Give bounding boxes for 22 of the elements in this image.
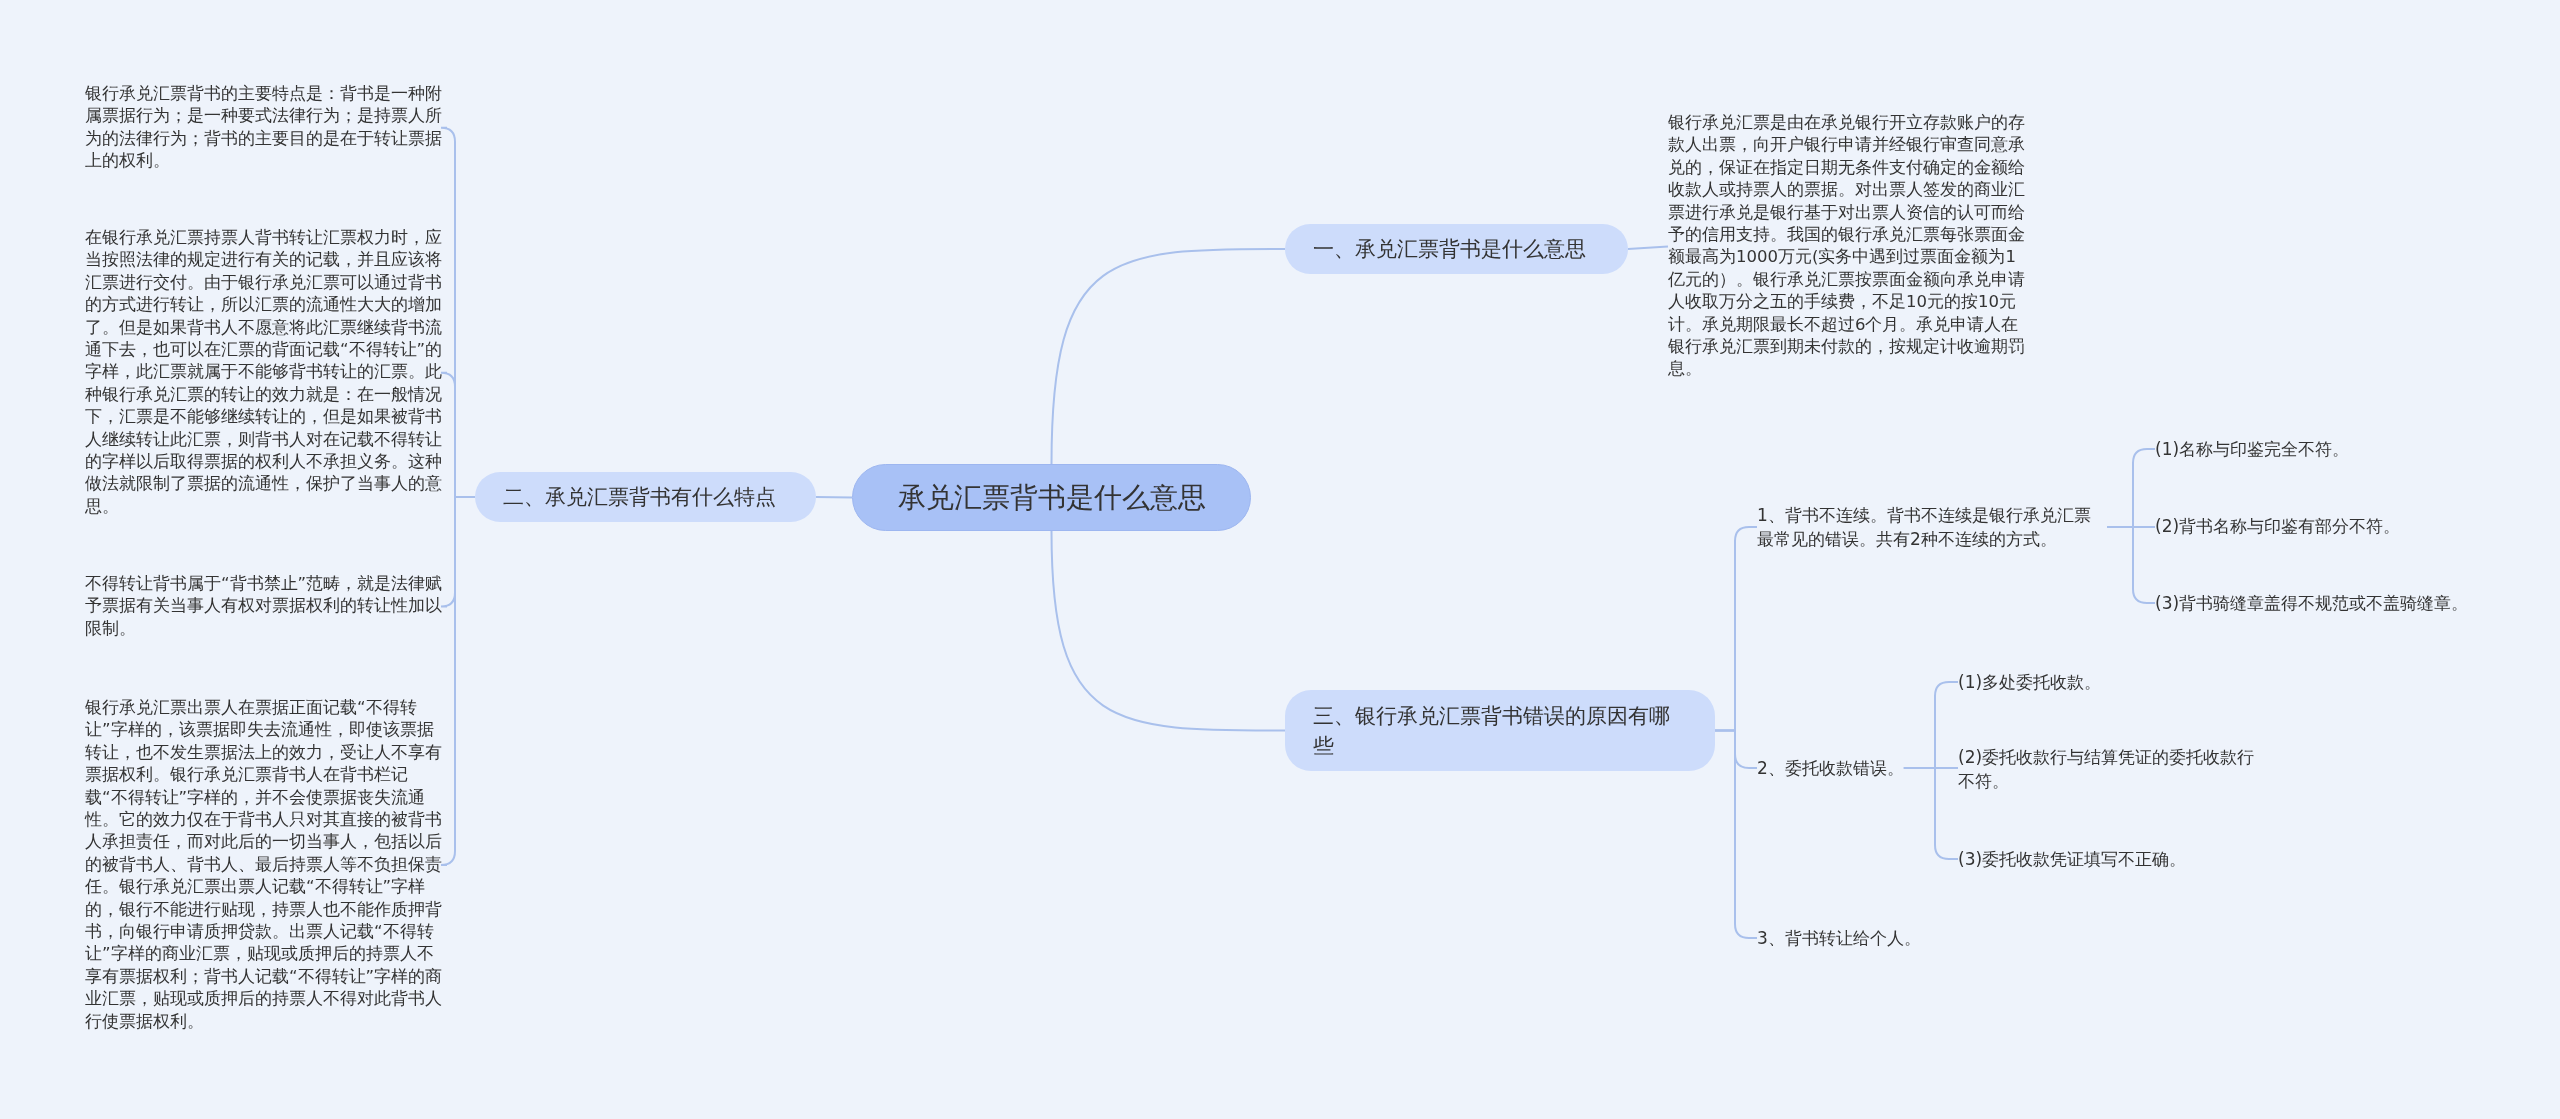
note-text: 银行承兑汇票出票人在票据正面记载“不得转让”字样的，该票据即失去流通性，即使该票据转让，也不发生票据法上的效力，受让人不享有票据权利。银行承兑汇票背书人在背书栏记载“不得转让”字样的，并不会使票据丧失流通性。它的效力仅在于背书人只对其直接的被背书人承担责任，而对此后的一切当事人，包括以后的被背书人、背书人、最后持票人等不负担保责任。银行承兑汇票出票人记载“不得转让”字样的，银行不能进行贴现，持票人也不能作质押背书，向银行申请质押贷款。出票人记载“不得转让”字样的商业汇票，贴现或质押后的持票人不享有票据权利；背书人记载“不得转让”字样的商业汇票，贴现或质押后的持票人不得对此背书人行使票据权利。 xyxy=(85,697,447,1034)
connector-line xyxy=(1627,245,1669,250)
note-text: 不得转让背书属于“背书禁止”范畴，就是法律赋予票据有关当事人有权对票据权利的转让性加以限制。 xyxy=(85,573,447,641)
subtopic-text: (1)名称与印鉴完全不符。 xyxy=(2155,437,2350,461)
central-topic: 承兑汇票背书是什么意思 xyxy=(852,464,1251,531)
subtopic-text: 1、背书不连续。背书不连续是银行承兑汇票最常见的错误。共有2种不连续的方式。 xyxy=(1757,503,2107,551)
subtopic-text: (2)委托收款行与结算凭证的委托收款行不符。 xyxy=(1958,745,2258,793)
subtopic-text: (3)委托收款凭证填写不正确。 xyxy=(1958,847,2187,871)
subtopic-text: (3)背书骑缝章盖得不规范或不盖骑缝章。 xyxy=(2155,591,2469,615)
note-text: 银行承兑汇票是由在承兑银行开立存款账户的存款人出票，向开户银行申请并经银行审查同意承兑的，保证在指定日期无条件支付确定的金额给收款人或持票人的票据。对出票人签发的商业汇票进行承兑是银行基于对出票人资信的认可而给予的信用支持。我国的银行承兑汇票每张票面金额最高为1000万元(实务中遇到过票面金额为1亿元的）。银行承兑汇票按票面金额向承兑申请人收取万分之五的手续费，不足10元的按10元计。承兑期限最长不超过6个月。承兑申请人在银行承兑汇票到期未付款的，按规定计收逾期罚息。 xyxy=(1668,112,2030,381)
note-text: 在银行承兑汇票持票人背书转让汇票权力时，应当按照法律的规定进行有关的记载，并且应该将汇票进行交付。由于银行承兑汇票可以通过背书的方式进行转让，所以汇票的流通性大大的增加了。但是如果背书人不愿意将此汇票继续背书流通下去，也可以在汇票的背面记载“不得转让”的字样，此汇票就属于不能够背书转让的汇票。此种银行承兑汇票的转让的效力就是：在一般情况下，汇票是不能够继续转让的，但是如果被背书人继续转让此汇票，则背书人对在记载不得转让的字样以后取得票据的权利人不承担义务。这种做法就限制了票据的流通性，保护了当事人的意思。 xyxy=(85,227,447,519)
subtopic-text: 3、背书转让给个人。 xyxy=(1757,926,1921,950)
connector-line xyxy=(815,496,853,499)
topic-box: 一、承兑汇票背书是什么意思 xyxy=(1285,224,1628,274)
subtopic-text: (2)背书名称与印鉴有部分不符。 xyxy=(2155,514,2401,538)
connector-line xyxy=(1050,248,1286,465)
note-text: 银行承兑汇票背书的主要特点是：背书是一种附属票据行为；是一种要式法律行为；是持票人所为的法律行为；背书的主要目的是在于转让票据上的权利。 xyxy=(85,83,447,173)
connector-line xyxy=(1050,530,1286,732)
topic-box: 二、承兑汇票背书有什么特点 xyxy=(475,472,816,522)
subtopic-text: 2、委托收款错误。 xyxy=(1757,756,1904,780)
subtopic-text: (1)多处委托收款。 xyxy=(1958,670,2102,694)
topic-box: 三、银行承兑汇票背书错误的原因有哪些 xyxy=(1285,690,1715,771)
